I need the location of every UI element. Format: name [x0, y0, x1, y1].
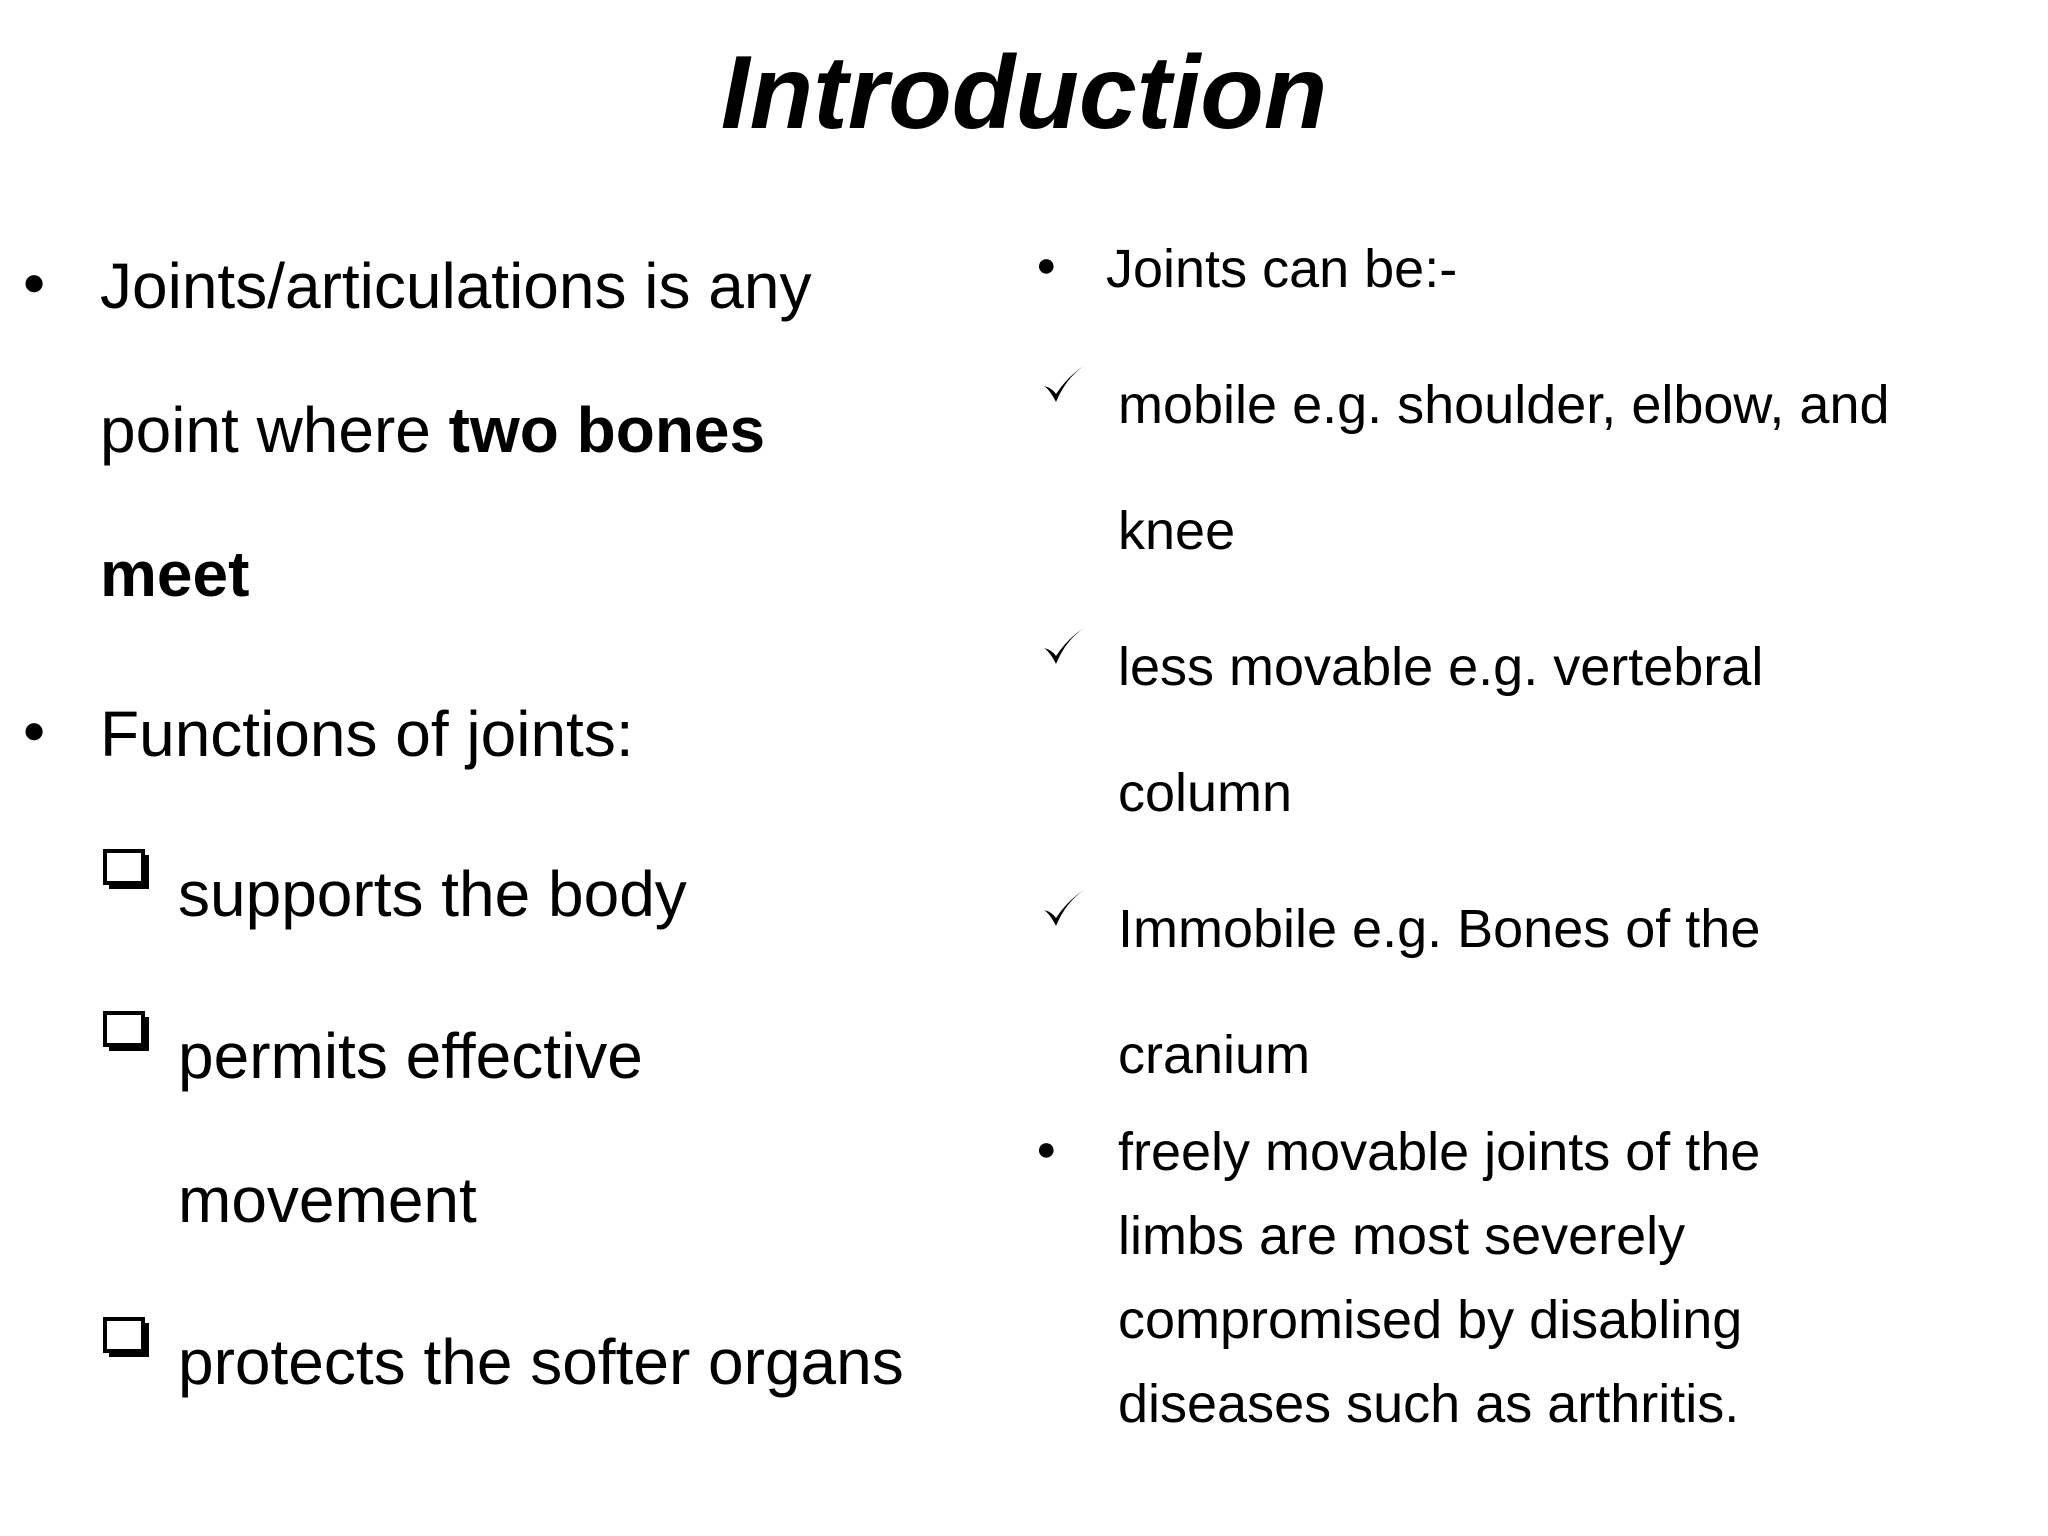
- slide-title: Introduction: [720, 35, 1328, 151]
- checkbox-icon: [103, 849, 149, 889]
- function-protects-organs: protects the softer organs: [178, 1326, 904, 1398]
- freely-movable-line1: freely movable joints of the: [1118, 1122, 1761, 1182]
- checkmark-icon: [1044, 890, 1084, 926]
- checkbox-icon: [103, 1317, 149, 1357]
- freely-movable-line4: diseases such as arthritis.: [1118, 1374, 1740, 1434]
- joints-definition-line2: point where two bones: [100, 394, 766, 466]
- function-permits-movement-line1: permits effective: [178, 1020, 643, 1092]
- joints-definition-line1: Joints/articulations is any: [100, 250, 812, 322]
- checkbox-icon: [103, 1011, 149, 1051]
- functions-heading: Functions of joints:: [100, 698, 634, 770]
- bullet-dot: ●: [1036, 1130, 1057, 1168]
- bullet-dot: ●: [22, 708, 47, 752]
- freely-movable-line2: limbs are most severely: [1118, 1206, 1686, 1266]
- bullet-dot: ●: [1036, 246, 1057, 284]
- joint-type-mobile-line1: mobile e.g. shoulder, elbow, and: [1118, 375, 1890, 435]
- joints-types-heading: Joints can be:-: [1106, 239, 1458, 299]
- joint-type-less-movable-line1: less movable e.g. vertebral: [1118, 637, 1764, 697]
- checkmark-icon: [1044, 366, 1084, 402]
- freely-movable-line3: compromised by disabling: [1118, 1290, 1743, 1350]
- joint-type-immobile-line2: cranium: [1118, 1025, 1311, 1085]
- bullet-dot: ●: [22, 260, 47, 304]
- joint-type-mobile-line2: knee: [1118, 501, 1236, 561]
- function-supports-body: supports the body: [178, 858, 687, 930]
- function-permits-movement-line2: movement: [178, 1164, 477, 1236]
- joints-definition-line3: meet: [100, 538, 250, 610]
- joint-type-immobile-line1: Immobile e.g. Bones of the: [1118, 899, 1761, 959]
- joint-type-less-movable-line2: column: [1118, 763, 1293, 823]
- checkmark-icon: [1044, 628, 1084, 664]
